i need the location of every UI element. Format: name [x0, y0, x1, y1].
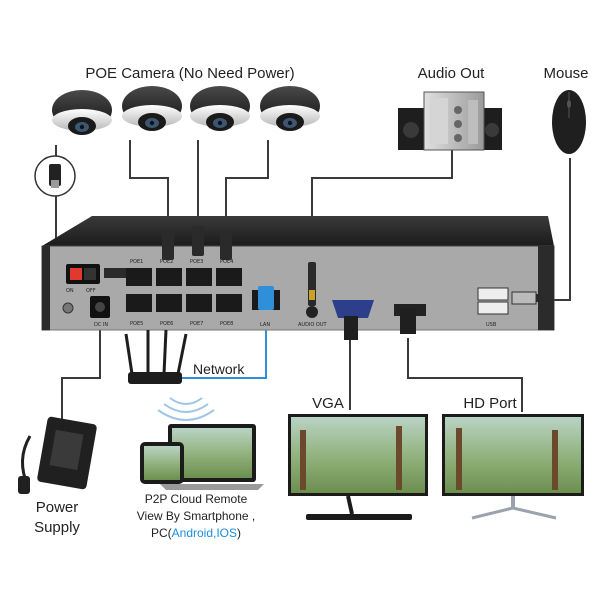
wifi-icon: [157, 397, 215, 421]
monitor-icon: [442, 414, 584, 520]
p2p-label-line2: View By Smartphone ,: [137, 509, 256, 523]
speaker-icon: [398, 91, 502, 151]
audio-out-port: [306, 262, 318, 318]
poe2-label: POE2: [160, 259, 173, 265]
p2p-label-line1: P2P Cloud Remote: [145, 492, 248, 506]
poe4-label: POE4: [220, 259, 233, 265]
vga-connector-icon: [332, 300, 374, 340]
power-supply-label-line1: Power: [36, 499, 79, 516]
dome-camera-2: [122, 86, 182, 131]
dc-in-label: DC IN: [94, 322, 108, 328]
hd-port-label: HD Port: [463, 395, 517, 412]
smartphone-icon: [140, 442, 184, 484]
poe-port-row-top: [126, 268, 242, 286]
network-cable: [182, 320, 267, 379]
dome-camera-icon: [122, 86, 182, 131]
mouse-label: Mouse: [543, 65, 588, 82]
lan-label: LAN: [260, 322, 270, 328]
network-label: Network: [193, 361, 245, 377]
power-switch: [66, 264, 100, 284]
usb-plug-left: [104, 268, 126, 278]
p2p-label-line3: PC(Android,IOS): [151, 526, 241, 540]
p2p-label-suffix: ): [237, 526, 241, 540]
poe5-label: POE5: [130, 321, 143, 327]
dome-camera-icon: [52, 90, 112, 135]
dc-in-port: [90, 296, 110, 318]
audio-out-label: Audio Out: [418, 65, 486, 82]
usb-connector-icon: [511, 291, 546, 305]
poe1-label: POE1: [130, 259, 143, 265]
p2p-label-prefix: PC(: [151, 526, 172, 540]
poe7-label: POE7: [190, 321, 203, 327]
poe3-label: POE3: [190, 259, 203, 265]
switch-off-label: OFF: [86, 288, 96, 294]
switch-on-label: ON: [66, 288, 74, 294]
hdmi-connector-icon: [394, 304, 426, 334]
dome-camera-icon: [260, 86, 320, 131]
p2p-label-highlight: Android,IOS: [172, 526, 237, 540]
power-supply-label-line2: Supply: [34, 519, 80, 536]
laptop-icon: [160, 424, 264, 490]
lan-port: [252, 286, 280, 310]
power-adapter-icon: [18, 416, 97, 494]
nvr-recorder: [41, 216, 555, 331]
vga-label: VGA: [312, 395, 344, 412]
ground-screw: [62, 302, 74, 314]
dome-camera-icon: [190, 86, 250, 131]
rj45-connector-callout: [34, 155, 76, 197]
dome-camera-4: [260, 86, 320, 131]
usb-ports: [477, 287, 509, 315]
poe-camera-label: POE Camera (No Need Power): [85, 65, 294, 82]
dome-camera-1: [52, 90, 112, 135]
audio-out-port-label: AUDIO OUT: [298, 322, 328, 328]
router-icon: [124, 329, 188, 384]
poe-port-row-bottom: [126, 294, 242, 312]
poe8-label: POE8: [220, 321, 233, 327]
dome-camera-3: [190, 86, 250, 131]
monitor-icon: [288, 414, 428, 520]
usb-label: USB: [486, 322, 497, 328]
mouse-icon: [552, 90, 586, 154]
rj45-plugs: [162, 226, 232, 260]
poe6-label: POE6: [160, 321, 173, 327]
